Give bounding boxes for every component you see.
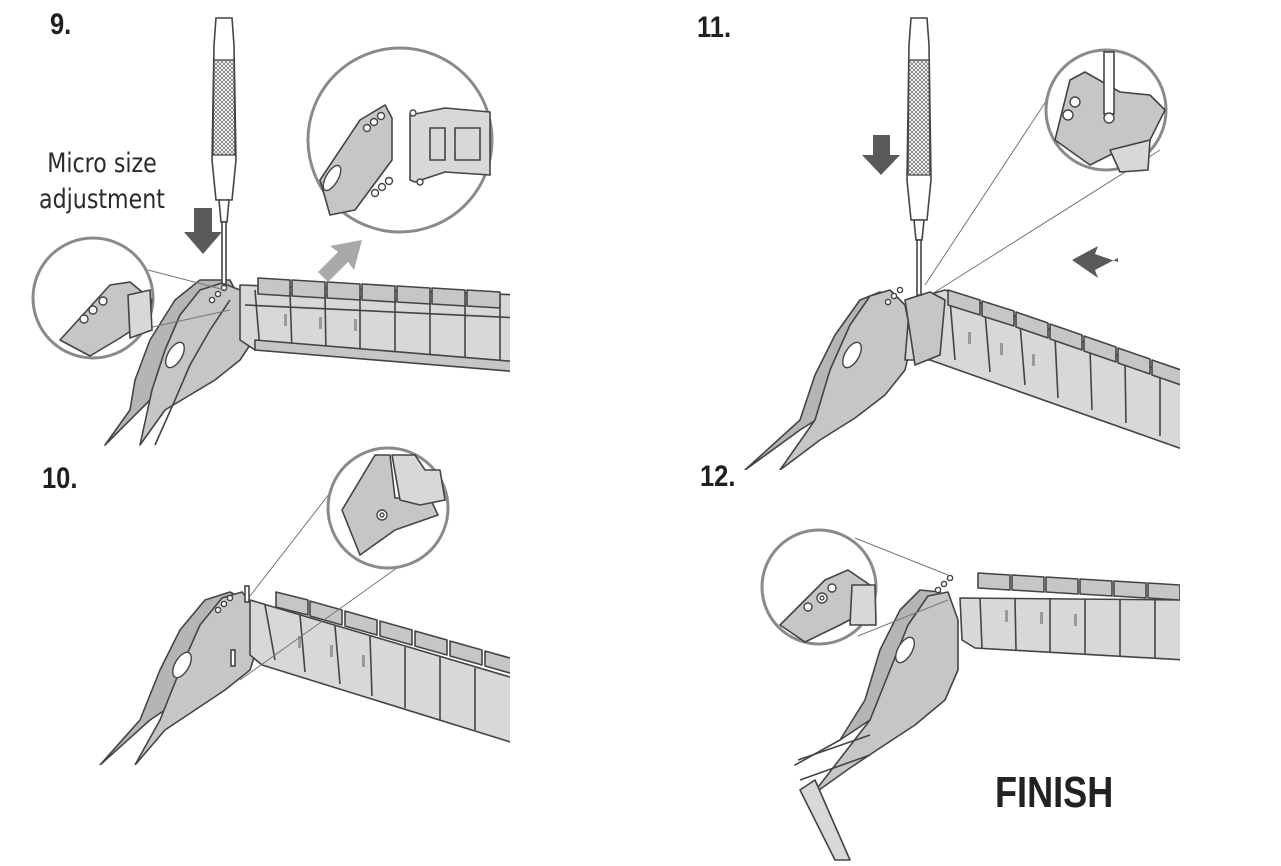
magnifier-circle: [1044, 48, 1168, 173]
arrow-icon: [1072, 246, 1118, 278]
micro-size-caption: Micro size adjustment: [36, 146, 167, 218]
step-number-10: 10.: [42, 462, 78, 495]
caption-line: adjustment: [39, 184, 165, 215]
screwdriver-icon: [906, 17, 932, 296]
arrow-icon: [862, 135, 900, 175]
magnifier-circle: [760, 528, 878, 646]
step-10-illustration: [99, 446, 510, 765]
step-9-illustration: [31, 17, 510, 446]
arrow-icon: [184, 208, 222, 254]
caption-line: Micro size: [47, 148, 157, 179]
magnifier-circle: [306, 46, 494, 234]
arrow-icon: [318, 240, 362, 282]
magnifier-circle: [326, 446, 450, 570]
finish-label: FINISH: [995, 768, 1114, 817]
step-12-illustration: [760, 528, 1180, 861]
step-number-11: 11.: [697, 11, 732, 44]
step-11-illustration: [744, 17, 1180, 470]
step-number-9: 9.: [50, 8, 72, 41]
magnifier-circle: [31, 236, 155, 360]
step-number-12: 12.: [700, 460, 736, 493]
step-9-bracelet: [104, 277, 510, 446]
screwdriver-icon: [211, 17, 237, 285]
